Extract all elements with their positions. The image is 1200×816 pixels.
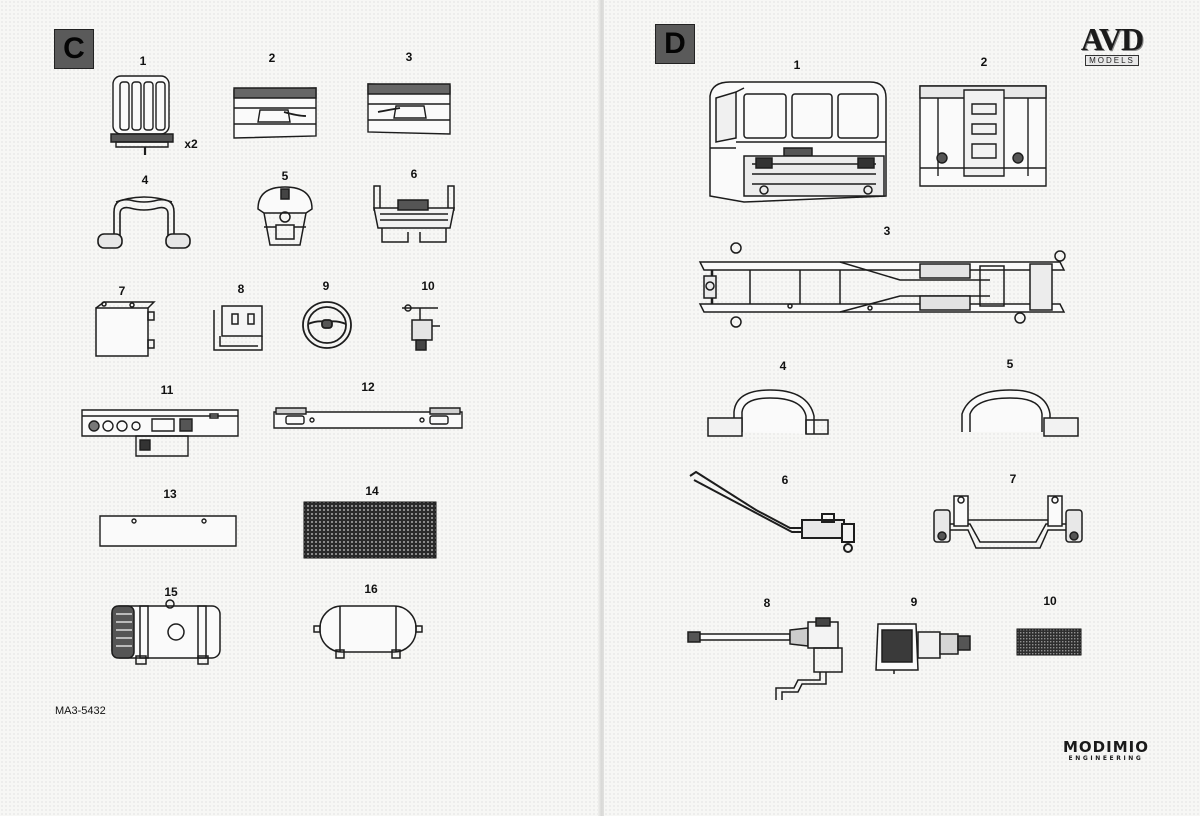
modimio-logo-main: MODIMIO (1063, 738, 1149, 756)
sheet-d-letter: D (655, 24, 695, 64)
part-d3-chassis-frame (690, 240, 1072, 330)
part-c5-number: 5 (281, 169, 289, 183)
part-c9-steering-wheel (300, 298, 354, 352)
part-c14-number: 14 (365, 484, 379, 498)
model-code: MA3-5432 (55, 705, 106, 717)
part-d2-number: 2 (980, 55, 988, 69)
part-c16-number: 16 (364, 582, 378, 596)
part-c13-mudflap-plate (98, 512, 240, 548)
part-c4-seat-frame (94, 188, 194, 260)
part-c4-number: 4 (141, 173, 149, 187)
part-c2-number: 2 (268, 51, 276, 65)
part-d1-cab (700, 78, 890, 206)
avd-logo-sub: MODELS (1085, 55, 1139, 66)
part-d2-cab-rear (918, 84, 1048, 188)
modimio-logo: MODIMIO ENGINEERING (1060, 739, 1152, 763)
sheet-c-letter: C (54, 29, 94, 69)
part-c9-number: 9 (322, 279, 330, 293)
part-c8-mount (210, 300, 270, 356)
part-c7-number: 7 (118, 284, 126, 298)
part-d7-number: 7 (1009, 472, 1017, 486)
part-c1-grille (108, 72, 178, 158)
part-d1-number: 1 (793, 58, 801, 72)
part-c5-coupling (250, 183, 320, 253)
part-c14-mesh-sheet (302, 500, 438, 560)
part-d5-number: 5 (1006, 357, 1014, 371)
part-d7-front-axle (930, 486, 1086, 558)
part-d10-mesh-sheet (1016, 628, 1082, 656)
avd-logo-main: AVD (1080, 21, 1144, 57)
part-c13-number: 13 (163, 487, 177, 501)
part-c7-battery-box (92, 300, 160, 360)
part-d6-shift-linkage (686, 466, 858, 556)
part-c1-number: 1 (139, 54, 147, 68)
part-d6-number: 6 (781, 473, 789, 487)
part-c15-number: 15 (164, 585, 178, 599)
part-c3-door-panel (366, 82, 452, 136)
part-c16-air-tank (312, 600, 424, 662)
part-c8-number: 8 (237, 282, 245, 296)
modimio-logo-sub: ENGINEERING (1068, 755, 1144, 762)
part-c12-bumper (270, 406, 466, 434)
part-d10-number: 10 (1043, 594, 1057, 608)
part-c11-dashboard (80, 406, 242, 458)
part-c1-qty: x2 (184, 137, 198, 151)
part-d9-gearbox (870, 620, 974, 676)
avd-models-logo: AVD MODELS (1080, 21, 1144, 72)
part-c6-number: 6 (410, 167, 418, 181)
part-d9-number: 9 (910, 595, 918, 609)
part-d8-drive-shaft (686, 618, 850, 706)
part-c11-number: 11 (160, 383, 174, 397)
part-c15-fuel-tank (106, 598, 226, 668)
part-d8-number: 8 (763, 596, 771, 610)
part-c6-seat-base (368, 182, 460, 248)
part-c2-door-panel (232, 86, 318, 140)
part-c3-number: 3 (405, 50, 413, 64)
part-c10-gear-lever (398, 300, 446, 354)
sheet-d-page (604, 0, 1200, 816)
part-d3-number: 3 (883, 224, 891, 238)
part-d5-rear-fender (954, 382, 1082, 438)
part-c10-number: 10 (421, 279, 435, 293)
part-c12-number: 12 (361, 380, 375, 394)
part-d4-rear-fender (704, 382, 832, 438)
page-spine (598, 0, 606, 816)
part-d4-number: 4 (779, 359, 787, 373)
